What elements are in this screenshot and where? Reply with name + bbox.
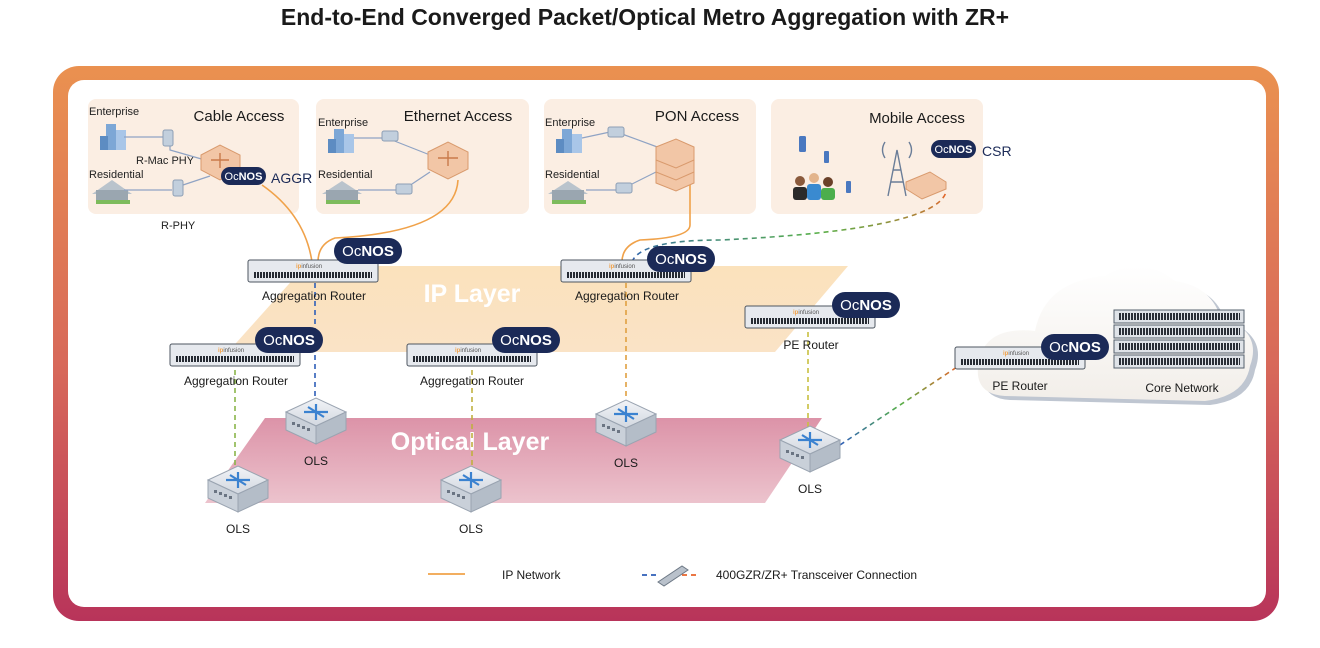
- cell-tower-icon: [881, 141, 913, 197]
- building-icon: [328, 129, 354, 153]
- ocnos-badge-agg2: OcNOS: [647, 246, 715, 272]
- csr-label: CSR: [982, 143, 1012, 159]
- ocnos-badge-agg3: OcNOS: [255, 327, 323, 353]
- people-icon: [793, 173, 835, 200]
- ip-layer-label: IP Layer: [424, 280, 521, 308]
- cable-enterprise-label: Enterprise: [89, 106, 139, 118]
- ols-group: [206, 397, 842, 513]
- svg-text:ipinfusion: ipinfusion: [455, 348, 481, 354]
- router-label-pe2: PE Router: [992, 379, 1047, 393]
- building-icon: [556, 129, 582, 153]
- ols-label-3: OLS: [459, 522, 483, 536]
- svg-text:OcNOS: OcNOS: [342, 243, 394, 260]
- svg-text:OcNOS: OcNOS: [500, 332, 552, 349]
- ip-network-links: [261, 179, 691, 263]
- svg-text:ipinfusion: ipinfusion: [609, 264, 635, 270]
- pon-access-box: [544, 99, 756, 214]
- ethernet-residential-label: Residential: [318, 169, 372, 181]
- svg-text:ipinfusion: ipinfusion: [1003, 351, 1029, 357]
- legend-ip-network-label: IP Network: [502, 568, 561, 582]
- svg-text:OcNOS: OcNOS: [225, 171, 263, 183]
- cable-access-title: Cable Access: [194, 108, 285, 125]
- cable-rmacphy-label: R-Mac PHY: [136, 155, 195, 167]
- rphy-device-icon: [172, 179, 184, 197]
- ols-label-5: OLS: [798, 482, 822, 496]
- ocnos-badge-aggr: OcNOS: [221, 167, 266, 185]
- ethernet-switch-icon: [395, 183, 413, 195]
- ols-o2-icon: [206, 465, 270, 513]
- smartphone-icon: [799, 136, 806, 152]
- svg-text:OcNOS: OcNOS: [655, 251, 707, 268]
- ethernet-switch-icon: [381, 130, 399, 142]
- ols-o4-icon: [594, 399, 658, 447]
- svg-text:ipinfusion: ipinfusion: [793, 310, 819, 316]
- ols-o5-icon: [778, 425, 842, 473]
- svg-text:ipinfusion: ipinfusion: [218, 348, 244, 354]
- ocnos-badge-agg1: OcNOS: [334, 238, 402, 264]
- ols-label-4: OLS: [614, 456, 638, 470]
- residential-houses-icon: [548, 181, 588, 204]
- svg-text:OcNOS: OcNOS: [263, 332, 315, 349]
- building-icon: [100, 124, 126, 150]
- transceiver-icon: [657, 565, 689, 587]
- ethernet-access-box: [316, 99, 529, 214]
- svg-text:OcNOS: OcNOS: [935, 144, 973, 156]
- svg-text:ipinfusion: ipinfusion: [296, 264, 322, 270]
- smartphone-icon: [846, 181, 851, 193]
- svg-text:OcNOS: OcNOS: [840, 297, 892, 314]
- ocnos-badge-pe1: OcNOS: [832, 292, 900, 318]
- residential-houses-icon: [92, 180, 132, 204]
- onu-device-icon: [607, 126, 625, 138]
- router-label-agg4: Aggregation Router: [420, 374, 524, 388]
- cable-residential-label: Residential: [89, 169, 143, 181]
- rmac-phy-device-icon: [162, 129, 174, 147]
- access-links: [124, 131, 661, 191]
- residential-houses-icon: [322, 181, 362, 204]
- router-label-pe1: PE Router: [783, 338, 838, 352]
- router-label-agg2: Aggregation Router: [575, 289, 679, 303]
- legend-transceiver-label: 400GZR/ZR+ Transceiver Connection: [716, 568, 917, 582]
- ols-o3-icon: [439, 465, 503, 513]
- ethernet-enterprise-label: Enterprise: [318, 117, 368, 129]
- router-agg1-icon: ipinfusion: [247, 259, 379, 283]
- olt-device-icon: [655, 138, 695, 192]
- cable-rphy-label: R-PHY: [161, 220, 196, 232]
- csr-device-icon: [905, 171, 947, 200]
- diagram-title: End-to-End Converged Packet/Optical Metr…: [280, 4, 1010, 30]
- ip-layer-plane: [228, 266, 848, 352]
- core-network-routers-icon: [1113, 309, 1245, 369]
- pon-enterprise-label: Enterprise: [545, 117, 595, 129]
- ocnos-badge-agg4: OcNOS: [492, 327, 560, 353]
- optical-layer-label: Optical Layer: [391, 428, 550, 456]
- core-network-label: Core Network: [1145, 381, 1219, 395]
- pon-access-title: PON Access: [655, 108, 739, 125]
- pon-residential-label: Residential: [545, 169, 599, 181]
- router-label-agg3: Aggregation Router: [184, 374, 288, 388]
- onu-device-icon: [615, 182, 633, 194]
- optical-layer-plane: [205, 418, 822, 503]
- router-label-agg1: Aggregation Router: [262, 289, 366, 303]
- ols-label-1: OLS: [304, 454, 328, 468]
- svg-text:OcNOS: OcNOS: [1049, 339, 1101, 356]
- ethernet-access-title: Ethernet Access: [404, 108, 512, 125]
- ocnos-badge-pe2: OcNOS: [1041, 334, 1109, 360]
- ethernet-router-icon: [427, 141, 469, 180]
- ols-label-2: OLS: [226, 522, 250, 536]
- smartphone-icon: [824, 151, 829, 163]
- ols-o1-icon: [284, 397, 348, 445]
- mobile-access-title: Mobile Access: [869, 110, 965, 127]
- ocnos-badge-csr: OcNOS: [931, 140, 976, 158]
- aggr-label: AGGR: [271, 170, 312, 186]
